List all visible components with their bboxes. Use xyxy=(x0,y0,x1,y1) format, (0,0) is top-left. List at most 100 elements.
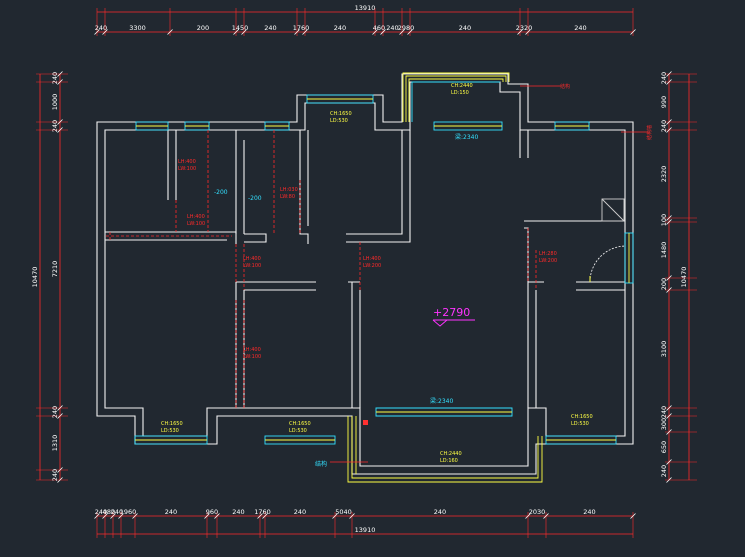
dim-bottom-slash xyxy=(204,513,210,519)
window-top-3 xyxy=(264,121,290,131)
dim-left-slash xyxy=(57,127,63,133)
floor-level-text: +2790 xyxy=(433,306,470,319)
opening-label-lh5: LH:400 xyxy=(363,256,381,262)
shaft-box xyxy=(601,198,625,222)
beam-label-top: 梁:2340 xyxy=(455,133,478,141)
dim-top-label: 1450 xyxy=(232,24,249,32)
annotation-top-right: 结构 xyxy=(560,83,570,90)
partition-4 xyxy=(299,130,309,244)
dim-bottom-label: 2030 xyxy=(529,508,546,516)
dim-bottom-slash xyxy=(94,513,100,519)
window-bot-left xyxy=(134,435,208,445)
dim-top-label: 1760 xyxy=(293,24,310,32)
dim-right-label: 990 xyxy=(660,96,668,108)
opening-label-lh7: LW:100 xyxy=(243,354,261,360)
window-label-win-bot-left: LD:530 xyxy=(161,428,179,434)
dim-left-slash xyxy=(57,467,63,473)
dim-top-slash xyxy=(302,29,308,35)
dim-top-total: 13910 xyxy=(355,4,376,12)
window-label-win-top-mid: LD:530 xyxy=(330,118,348,124)
window-right xyxy=(624,232,634,284)
dim-left-slash xyxy=(57,119,63,125)
dim-top-slash xyxy=(372,29,378,35)
dim-bottom-label: 960 xyxy=(206,508,218,516)
dim-bottom-label: 240 xyxy=(294,508,306,516)
dim-top-label: 2980 xyxy=(398,24,415,32)
level-note-2: -200 xyxy=(248,195,262,202)
window-label-bay-top: LD:150 xyxy=(451,90,469,96)
dim-right-slash xyxy=(666,119,672,125)
dim-right-slash xyxy=(666,215,672,221)
dim-right-slash xyxy=(666,219,672,225)
dim-top-label: 240 xyxy=(264,24,276,32)
dim-left-slash xyxy=(57,413,63,419)
dim-right-label: 650 xyxy=(660,441,668,453)
window-bot-mid xyxy=(264,435,336,445)
level-note-1: -200 xyxy=(214,189,228,196)
dim-right-label: 3100 xyxy=(660,341,668,358)
dim-right-slash xyxy=(666,287,672,293)
dim-bottom-slash xyxy=(257,513,263,519)
dim-bottom-slash xyxy=(110,513,116,519)
opening-label-lh3: LW:80 xyxy=(280,194,295,200)
window-label-win-bot-right: CH:1650 xyxy=(571,414,593,420)
walls xyxy=(96,73,634,475)
dim-top-label: 240 xyxy=(334,24,346,32)
window-top-1 xyxy=(135,121,169,131)
window-label-bay-bottom: CH:2440 xyxy=(440,451,462,457)
partition-3 xyxy=(235,130,245,234)
annotation-bottom-left: 结构 xyxy=(315,460,327,468)
window-top-5 xyxy=(554,121,590,131)
dim-right-label: 240 xyxy=(660,72,668,84)
dim-bottom-label: 5040 xyxy=(335,508,352,516)
dim-bottom-label: 240 xyxy=(165,508,177,516)
partition-2 xyxy=(105,231,267,244)
red-marker xyxy=(363,420,368,425)
opening-label-lh2: LH:400 xyxy=(187,214,205,220)
dim-left-slash xyxy=(57,477,63,483)
dim-top-slash xyxy=(94,29,100,35)
dim-top-label: 3300 xyxy=(129,24,146,32)
dim-top-slash xyxy=(102,29,108,35)
window-top-4 xyxy=(433,121,503,131)
window-top-mid xyxy=(306,94,374,104)
partition-6 xyxy=(235,281,316,408)
dim-bottom-slash xyxy=(102,513,108,519)
dim-bottom-label: 240 xyxy=(95,508,107,516)
opening-label-lh4: LW:100 xyxy=(243,263,261,269)
dim-right-slash xyxy=(666,275,672,281)
opening-label-lh3: LH:030 xyxy=(280,187,298,193)
partition-8 xyxy=(519,130,529,158)
dim-top-label: 240 xyxy=(574,24,586,32)
opening-dashes xyxy=(106,130,537,408)
window-label-win-bot-mid: CH:1650 xyxy=(289,421,311,427)
dim-right-slash xyxy=(666,405,672,411)
dim-right-label: 1480 xyxy=(660,242,668,259)
floor-level-marker xyxy=(432,319,475,327)
dim-top-slash xyxy=(294,29,300,35)
dim-top-label: 460 xyxy=(373,24,385,32)
dim-right-slash xyxy=(666,477,672,483)
dim-top-label: 240 xyxy=(95,24,107,32)
window-label-win-top-mid: CH:1650 xyxy=(330,111,352,117)
annotation-right-wall: 结构墙 xyxy=(646,125,653,140)
opening-label-lh7: LH:400 xyxy=(243,347,261,353)
dim-left-label: 7210 xyxy=(51,261,59,278)
opening-label-lh6: LW:200 xyxy=(539,258,557,264)
dim-top-slash xyxy=(407,29,413,35)
dim-top-slash xyxy=(241,29,247,35)
dim-top-label: 240 xyxy=(459,24,471,32)
dim-top-slash xyxy=(630,29,636,35)
dim-right-label: 300 xyxy=(660,418,668,430)
dim-bottom-slash xyxy=(543,513,549,519)
opening-label-lh5: LW:200 xyxy=(363,263,381,269)
window-label-win-bot-mid: LD:530 xyxy=(289,428,307,434)
labels: CH:2440LD:150CH:1650LD:530CH:1650LD:530C… xyxy=(161,83,593,464)
dim-top-slash xyxy=(167,29,173,35)
dim-right-total: 10470 xyxy=(680,267,688,288)
dim-bottom-label: 480 xyxy=(103,508,115,516)
partition-1 xyxy=(167,130,177,200)
